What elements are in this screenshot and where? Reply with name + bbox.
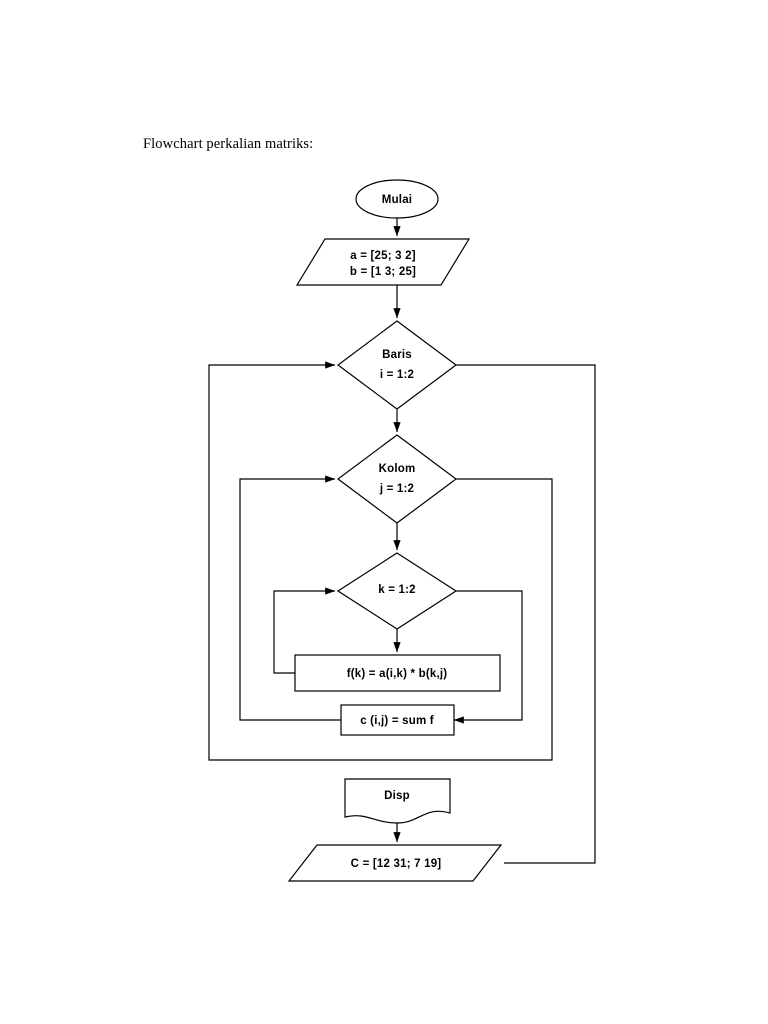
decision-baris-label-line-2: i = 1:2 bbox=[380, 369, 414, 381]
connector-baris-outer-loop-to-output bbox=[456, 364, 596, 864]
process-f-shape[interactable] bbox=[294, 654, 501, 692]
process-c-label: c (i,j) = sum f bbox=[360, 715, 434, 727]
start-terminator-ellipse[interactable] bbox=[355, 179, 439, 219]
decision-baris-label-line-1: Baris bbox=[382, 349, 412, 361]
node-decision-kolom[interactable]: Kolom j = 1:2 bbox=[336, 434, 458, 524]
decision-baris-shape[interactable] bbox=[336, 320, 458, 410]
connector-kolom-outer-loop-to-baris bbox=[208, 361, 553, 761]
node-process-f[interactable]: f(k) = a(i,k) * b(k,j) bbox=[294, 654, 501, 692]
input-label-line-2: b = [1 3; 25] bbox=[350, 266, 416, 278]
node-display[interactable]: Disp bbox=[344, 778, 451, 824]
process-c-shape[interactable] bbox=[340, 704, 455, 736]
start-terminator-label: Mulai bbox=[382, 194, 412, 206]
decision-kolom-shape[interactable] bbox=[336, 434, 458, 524]
decision-k-label: k = 1:2 bbox=[378, 584, 416, 596]
page-title: Flowchart perkalian matriks: bbox=[143, 136, 314, 152]
connector-process-c-feedback-to-kolom bbox=[239, 475, 341, 721]
node-process-c[interactable]: c (i,j) = sum f bbox=[340, 704, 455, 736]
decision-kolom-label-line-2: j = 1:2 bbox=[379, 483, 414, 495]
connector-k-right-to-process-c bbox=[453, 590, 523, 724]
node-input[interactable]: a = [25; 3 2] b = [1 3; 25] bbox=[295, 238, 471, 286]
process-f-label: f(k) = a(i,k) * b(k,j) bbox=[347, 668, 448, 680]
connector-layer bbox=[208, 218, 596, 864]
node-output[interactable]: C = [12 31; 7 19] bbox=[287, 844, 503, 882]
decision-kolom-label-line-1: Kolom bbox=[379, 463, 416, 475]
node-decision-baris[interactable]: Baris i = 1:2 bbox=[336, 320, 458, 410]
display-document-shape[interactable] bbox=[344, 778, 451, 824]
node-start[interactable]: Mulai bbox=[355, 179, 439, 219]
decision-k-shape[interactable] bbox=[336, 552, 458, 630]
input-label-line-1: a = [25; 3 2] bbox=[350, 250, 416, 262]
node-decision-k[interactable]: k = 1:2 bbox=[336, 552, 458, 630]
connector-process-f-feedback-to-k bbox=[273, 587, 336, 674]
display-label: Disp bbox=[384, 790, 410, 802]
output-parallelogram-shape[interactable] bbox=[287, 844, 503, 882]
input-parallelogram-shape[interactable] bbox=[295, 238, 471, 286]
output-label: C = [12 31; 7 19] bbox=[351, 858, 442, 870]
